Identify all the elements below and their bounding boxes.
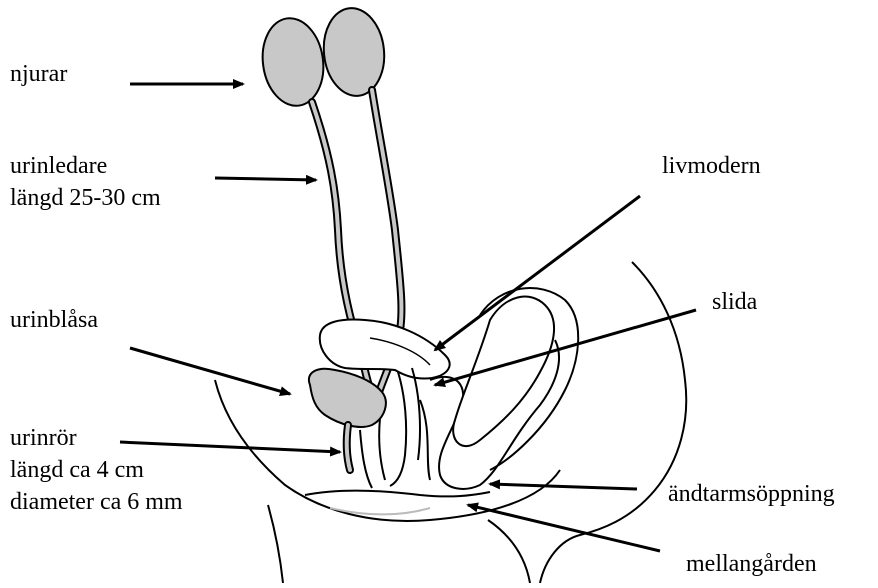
label-livmodern: livmodern	[662, 150, 761, 182]
right-kidney	[320, 5, 389, 99]
left-kidney	[257, 14, 329, 109]
arrow-urinror	[120, 442, 340, 452]
label-slida: slida	[712, 286, 757, 318]
vagina-inner	[412, 368, 420, 460]
vagina-outer	[379, 418, 385, 480]
label-urinror-line2: längd ca 4 cm	[10, 454, 144, 486]
uterus	[320, 320, 450, 379]
label-njurar: njurar	[10, 58, 67, 90]
arrow-urinledare	[215, 178, 316, 180]
bowel-loop	[453, 297, 554, 447]
label-urinror-line3: diameter ca 6 mm	[10, 486, 183, 518]
leg-outline-right	[488, 520, 530, 583]
label-urinblasa: urinblåsa	[10, 304, 98, 336]
label-urinror-line1: urinrör	[10, 422, 77, 454]
label-mellangarden: mellangården	[686, 548, 817, 580]
vagina	[390, 372, 406, 486]
back-outline	[540, 262, 686, 583]
pelvic-contour-1	[360, 430, 372, 488]
leg-outline-left	[268, 505, 283, 583]
arrow-andtarmsoppning	[490, 484, 637, 489]
label-urinledare-line1: urinledare	[10, 150, 107, 182]
perineum-line	[305, 490, 490, 496]
label-urinledare-line2: längd 25-30 cm	[10, 182, 161, 214]
rectum-outer	[420, 400, 430, 480]
label-andtarmsoppning: ändtarmsöppning	[668, 478, 835, 510]
arrow-urinblasa	[130, 348, 290, 394]
bladder	[309, 369, 386, 427]
